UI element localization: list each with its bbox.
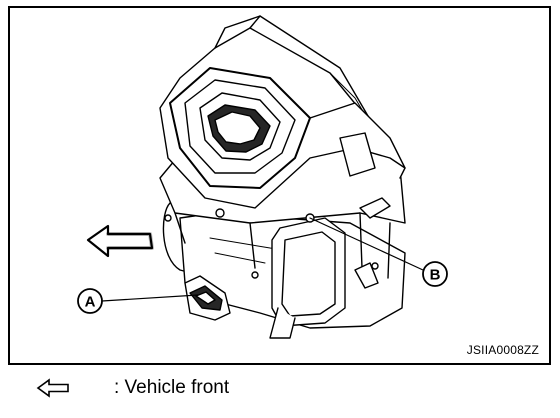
- callout-a-label: A: [85, 294, 96, 311]
- callout-b-label: B: [430, 267, 441, 284]
- legend-text: : Vehicle front: [114, 377, 230, 398]
- legend: : Vehicle front: [36, 373, 229, 403]
- blower-unit-illustration: B A: [77, 15, 448, 339]
- housing-body: [159, 15, 406, 339]
- figure-frame: B A JSIIA0008ZZ: [8, 6, 551, 365]
- hollow-left-arrow-icon: [36, 378, 69, 398]
- callout-b: B: [309, 217, 448, 287]
- vehicle-front-arrow-icon: [86, 224, 154, 258]
- figure-code: JSIIA0008ZZ: [466, 343, 539, 357]
- callout-a: A: [77, 288, 199, 314]
